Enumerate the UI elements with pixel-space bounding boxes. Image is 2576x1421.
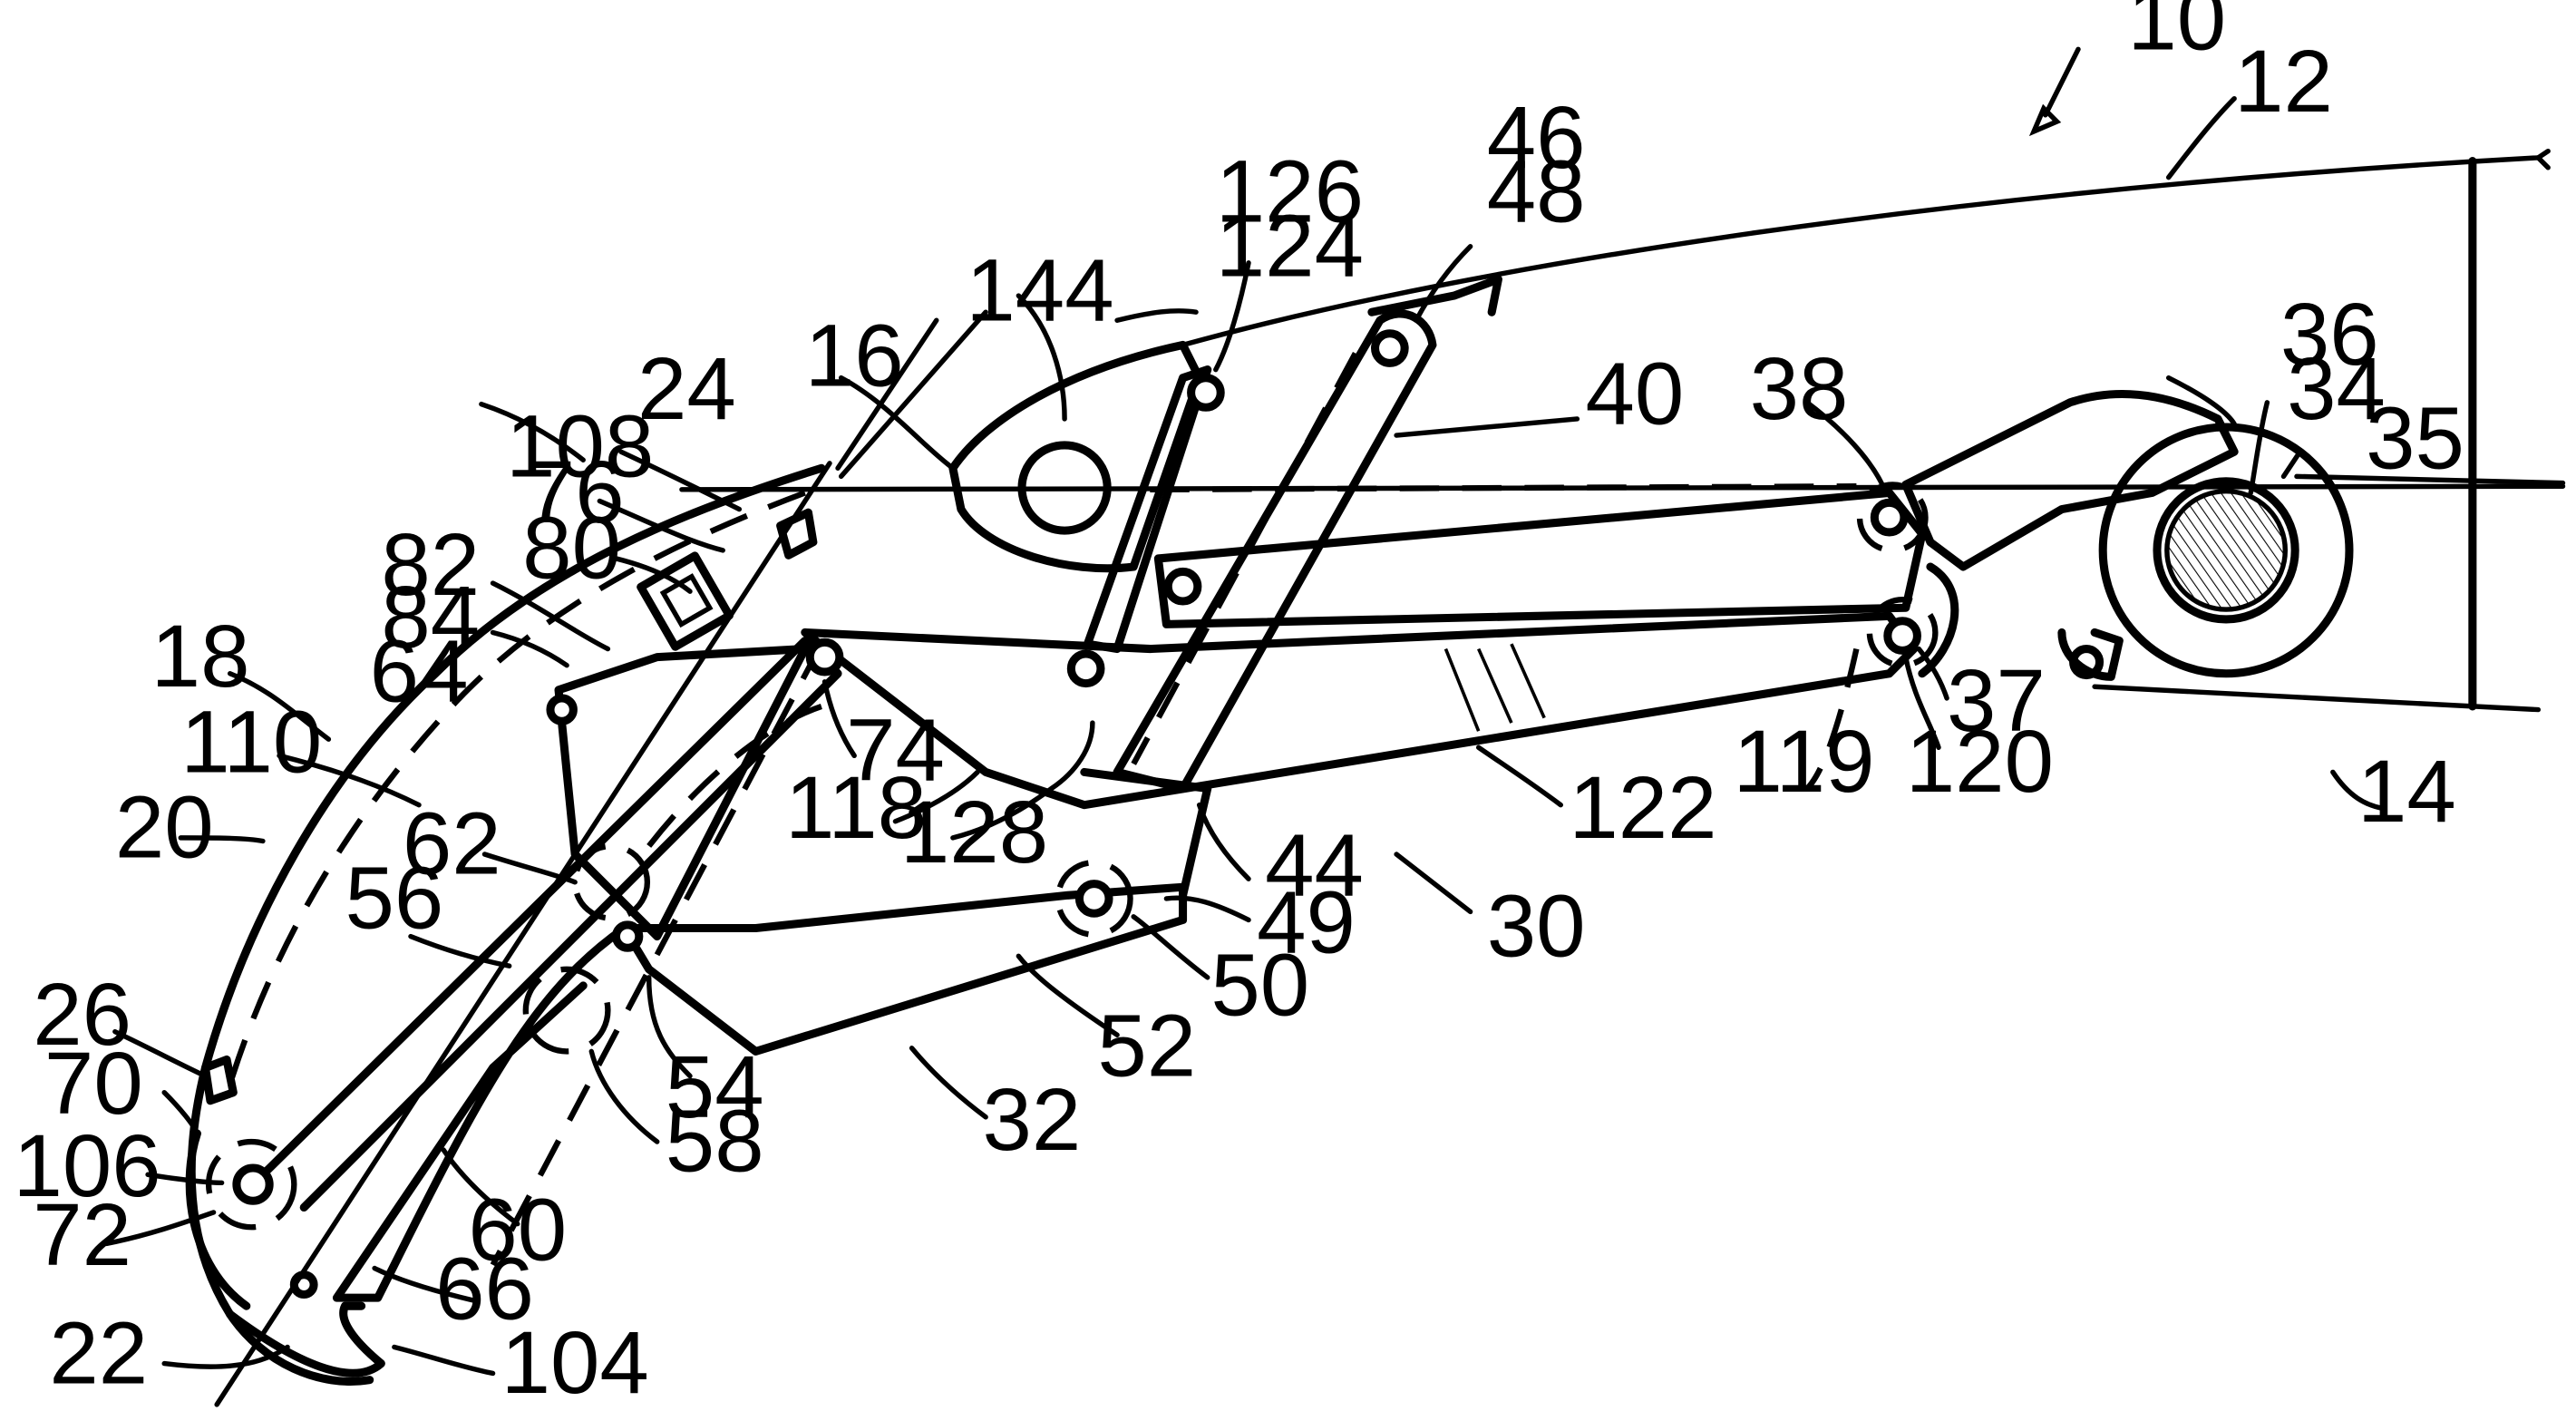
label-58: 58 (666, 1091, 764, 1191)
label-48: 48 (1487, 141, 1586, 241)
label-60: 60 (468, 1179, 567, 1279)
label-66: 66 (435, 1239, 534, 1338)
label-35: 35 (2366, 387, 2464, 487)
label-14: 14 (2357, 741, 2456, 841)
upper-link (948, 340, 1204, 573)
label-80: 80 (522, 498, 621, 598)
bracket-76 (200, 508, 818, 1105)
label-37: 37 (1947, 650, 2046, 750)
shaft-assembly (2057, 423, 2354, 681)
label-144: 144 (966, 239, 1113, 339)
label-110: 110 (180, 691, 322, 791)
label-120: 120 (1906, 711, 2054, 811)
label-34: 34 (2287, 338, 2386, 438)
label-46: 46 (1487, 87, 1586, 187)
label-10: 10 (2127, 0, 2226, 68)
label-64: 64 (370, 621, 469, 721)
label-18: 18 (151, 606, 250, 706)
label-118: 118 (785, 757, 927, 857)
label-30: 30 (1487, 875, 1586, 975)
label-106: 106 (13, 1115, 160, 1215)
label-126: 126 (1216, 141, 1364, 241)
label-38: 38 (1750, 338, 1849, 438)
label-12: 12 (2234, 31, 2333, 131)
label-76: 76 (526, 442, 625, 541)
label-22: 22 (49, 1302, 148, 1402)
bucket-shell (185, 463, 826, 1386)
label-74: 74 (846, 699, 945, 799)
label-52: 52 (1097, 996, 1196, 1095)
label-70: 70 (44, 1033, 143, 1133)
label-124: 124 (1216, 195, 1364, 295)
label-44: 44 (1265, 814, 1364, 914)
reference-labels: 10 12 14 16 18 20 22 24 26 30 32 34 35 3… (13, 0, 2464, 1412)
label-54: 54 (666, 1037, 764, 1136)
label-32: 32 (982, 1069, 1081, 1169)
label-26: 26 (33, 964, 131, 1064)
label-119: 119 (1734, 711, 1875, 811)
label-16: 16 (805, 306, 904, 405)
label-122: 122 (1569, 757, 1716, 857)
label-20: 20 (115, 777, 214, 877)
label-108: 108 (506, 395, 654, 495)
label-56: 56 (345, 848, 443, 948)
label-104: 104 (501, 1312, 649, 1412)
label-36: 36 (2280, 284, 2379, 384)
label-62: 62 (403, 793, 501, 893)
label-84: 84 (381, 567, 480, 667)
main-links (250, 275, 2239, 1302)
label-24: 24 (637, 338, 736, 438)
leaders (104, 46, 2566, 1407)
label-50: 50 (1210, 935, 1309, 1035)
label-128: 128 (900, 782, 1048, 881)
label-40: 40 (1585, 343, 1684, 443)
label-82: 82 (381, 514, 480, 614)
label-49: 49 (1257, 872, 1356, 972)
label-72: 72 (33, 1184, 131, 1284)
